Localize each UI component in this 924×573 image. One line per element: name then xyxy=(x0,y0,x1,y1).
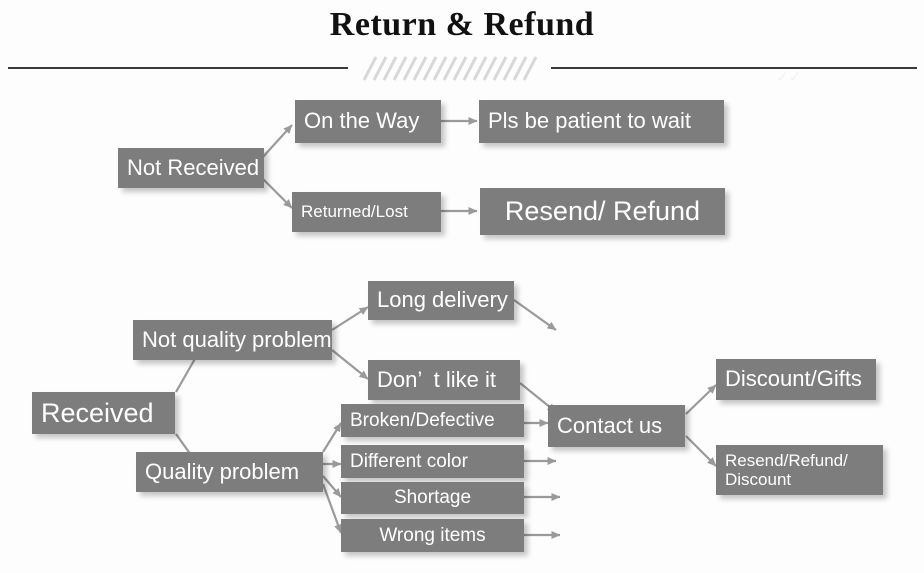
node-not-received[interactable]: Not Received xyxy=(118,148,264,188)
link-contact-discount xyxy=(685,384,717,415)
node-returned-lost[interactable]: Returned/Lost xyxy=(292,192,441,232)
link-notreceived-ontheway xyxy=(261,124,293,159)
node-resend-refund-discount[interactable]: Resend/Refund/ Discount xyxy=(716,445,883,495)
node-dont-like-it[interactable]: Don’ t like it xyxy=(368,360,520,400)
node-different-color[interactable]: Different color xyxy=(341,445,524,478)
node-discount-gifts[interactable]: Discount/Gifts xyxy=(716,359,876,400)
link-longdelivery-contact xyxy=(513,299,557,331)
link-quality-broken xyxy=(322,422,342,453)
divider-rule-right xyxy=(551,67,917,69)
page-title: Return & Refund xyxy=(329,6,595,43)
node-received[interactable]: Received xyxy=(32,392,175,434)
node-contact-us[interactable]: Contact us xyxy=(548,405,685,447)
link-notquality-longdelivery xyxy=(331,306,369,331)
node-long-delivery[interactable]: Long delivery xyxy=(368,281,514,320)
divider-rule-left xyxy=(8,67,348,69)
node-not-quality-problem[interactable]: Not quality problem xyxy=(133,320,332,360)
node-on-the-way[interactable]: On the Way xyxy=(295,100,441,143)
node-resend-refund[interactable]: Resend/ Refund xyxy=(480,188,725,235)
link-quality-wrong xyxy=(321,483,343,534)
node-shortage[interactable]: Shortage xyxy=(341,482,524,514)
node-pls-be-patient-to-wait[interactable]: Pls be patient to wait xyxy=(479,100,724,143)
node-broken-defective[interactable]: Broken/Defective xyxy=(341,404,524,437)
link-notreceived-returnedlost xyxy=(261,177,293,209)
link-notquality-dontlike xyxy=(331,349,369,380)
link-quality-shortage xyxy=(322,475,342,498)
link-received-notquality xyxy=(175,356,197,393)
link-contact-resend xyxy=(685,435,717,467)
node-wrong-items[interactable]: Wrong items xyxy=(341,519,524,552)
node-quality-problem[interactable]: Quality problem xyxy=(136,452,323,492)
hatch-divider-icon xyxy=(362,56,538,81)
